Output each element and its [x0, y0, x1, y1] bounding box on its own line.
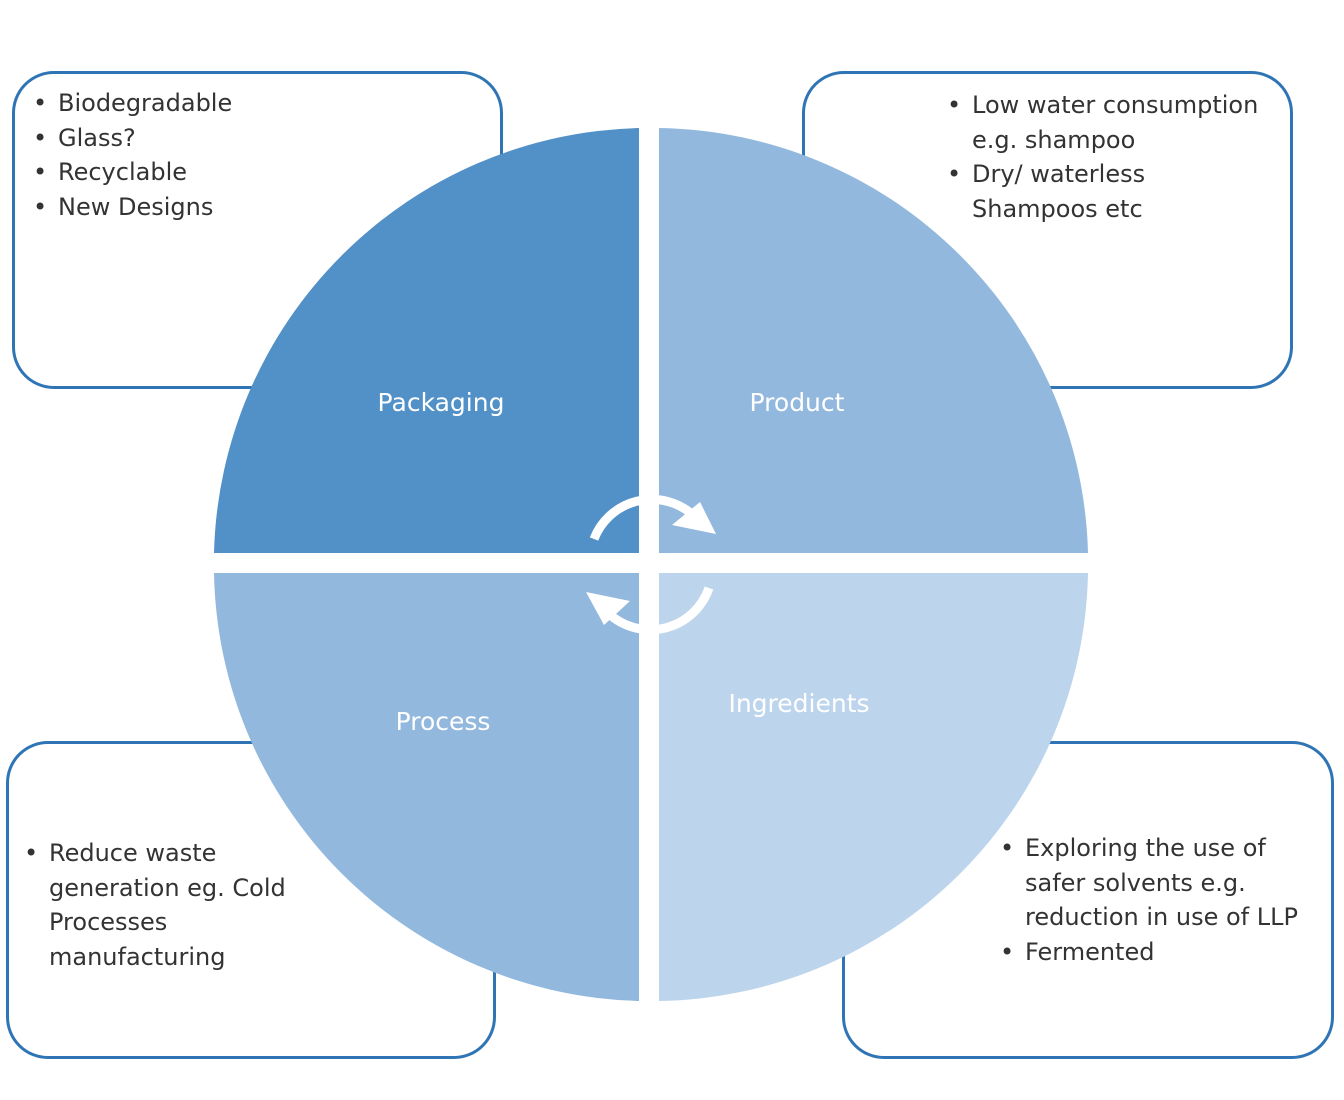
process-label: Process — [396, 707, 491, 736]
product-bullet-item: Low water consumption e.g. shampoo — [947, 88, 1277, 157]
packaging-bullet-item: Glass? — [33, 121, 333, 156]
cycle-arrow-icon — [586, 586, 714, 635]
cycle-arrow-icon — [589, 494, 716, 541]
ingredients-bullet-item: Exploring the use of safer solvents e.g.… — [1000, 831, 1310, 935]
process-bullet-item: Reduce waste generation eg. Cold Process… — [24, 836, 324, 975]
product-bullet-item: Dry/ waterless Shampoos etc — [947, 157, 1277, 226]
product-bullet-list: Low water consumption e.g. shampoo Dry/ … — [947, 88, 1277, 227]
packaging-label: Packaging — [378, 388, 505, 417]
product-label: Product — [750, 388, 845, 417]
ingredients-bullet-item: Fermented — [1000, 935, 1310, 970]
packaging-quadrant — [214, 128, 639, 553]
ingredients-label: Ingredients — [728, 689, 869, 718]
ingredients-bullet-list: Exploring the use of safer solvents e.g.… — [1000, 831, 1310, 970]
process-quadrant — [214, 573, 639, 1001]
packaging-bullet-item: Recyclable — [33, 155, 333, 190]
packaging-bullet-list: Biodegradable Glass? Recyclable New Desi… — [33, 86, 333, 225]
process-bullet-list: Reduce waste generation eg. Cold Process… — [24, 836, 324, 975]
ingredients-quadrant — [659, 573, 1088, 1001]
product-quadrant — [659, 128, 1088, 553]
packaging-bullet-item: New Designs — [33, 190, 333, 225]
packaging-bullet-item: Biodegradable — [33, 86, 333, 121]
